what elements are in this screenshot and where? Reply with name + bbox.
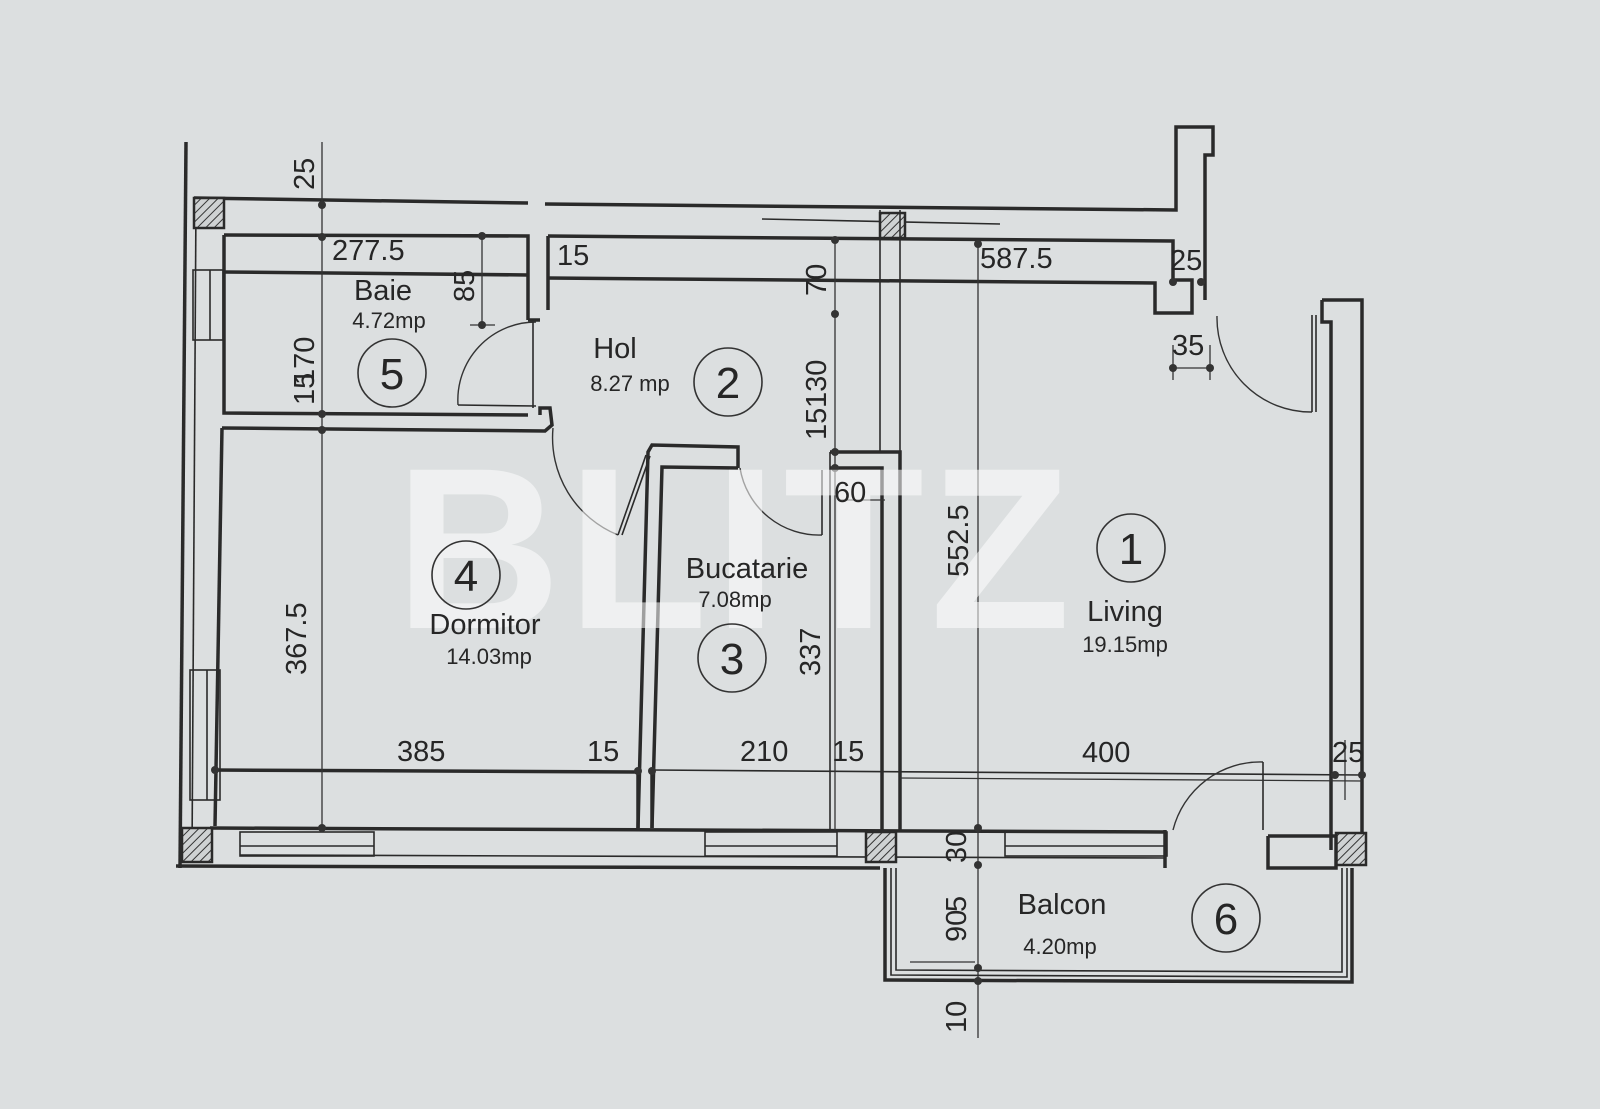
dim-label: 15 — [832, 736, 864, 768]
dim-label: 60 — [834, 477, 866, 509]
door-swing-balcon — [1172, 761, 1264, 831]
room-number: 1 — [1119, 525, 1143, 574]
door-swing-bucatarie — [739, 467, 823, 536]
room-number: 6 — [1214, 895, 1238, 944]
door-swing-dormitor — [551, 427, 619, 536]
room-balcon: 6 Balcon 4.20mp — [1018, 883, 1261, 959]
room-number-circle — [431, 540, 501, 610]
room-name: Living — [1087, 596, 1163, 628]
room-name: Dormitor — [429, 609, 541, 641]
dim-label: 25 — [1170, 245, 1202, 277]
dim-label: 25 — [289, 158, 321, 190]
room-number: 3 — [720, 635, 744, 684]
exterior-walls — [175, 125, 1368, 870]
room-name: Baie — [354, 275, 412, 307]
dim-label: 15 — [289, 373, 321, 405]
dim-label: 90 — [941, 910, 973, 942]
room-bucatarie: 3 Bucatarie 7.08mp — [686, 553, 809, 693]
room-area: 8.27 mp — [590, 371, 670, 396]
dim-label: 210 — [740, 736, 788, 768]
room-area: 7.08mp — [698, 587, 771, 612]
room-hol: 2 Hol 8.27 mp — [590, 333, 763, 417]
structural-column — [864, 830, 898, 864]
room-dormitor: 4 Dormitor 14.03mp — [429, 540, 541, 669]
structural-column — [180, 826, 214, 864]
dim-label: 85 — [449, 270, 481, 302]
room-number: 5 — [380, 350, 404, 399]
dim-label: 25 — [1332, 737, 1364, 769]
structural-column — [1334, 831, 1368, 867]
structural-column — [192, 196, 226, 230]
room-number: 2 — [716, 359, 740, 408]
dim-label: 385 — [397, 736, 445, 768]
dim-label: 30 — [941, 831, 973, 863]
room-name: Balcon — [1018, 889, 1107, 921]
room-number-circle — [697, 623, 767, 693]
dim-label: 5 — [941, 896, 973, 912]
dim-label: 10 — [941, 1001, 973, 1033]
dim-label: 277.5 — [332, 235, 405, 267]
room-name: Bucatarie — [686, 553, 809, 585]
room-area: 4.72mp — [352, 308, 425, 333]
room-area: 14.03mp — [446, 644, 532, 669]
dim-label: 170 — [289, 337, 321, 385]
dim-label: 15 — [587, 736, 619, 768]
balcony-outline — [883, 868, 1354, 984]
room-area: 4.20mp — [1023, 934, 1096, 959]
door-swing-entry — [1216, 315, 1313, 413]
dim-label: 15 — [557, 240, 589, 272]
door-swing-baie — [457, 321, 537, 406]
room-number-circle — [1191, 883, 1261, 953]
dim-label: 367.5 — [281, 602, 313, 675]
room-number-circle — [1096, 513, 1166, 583]
dim-label: 130 — [801, 360, 833, 408]
room-number-circle — [357, 338, 427, 408]
dim-label: 587.5 — [980, 243, 1053, 275]
room-area: 19.15mp — [1082, 632, 1168, 657]
dim-label: 400 — [1082, 737, 1130, 769]
dim-label: 337 — [795, 628, 827, 676]
dimension-labels: 25 277.5 15 587.5 25 85 70 35 170 15 130… — [281, 158, 1364, 1033]
doors — [457, 315, 1317, 831]
room-number-circle — [693, 347, 763, 417]
dim-label: 35 — [1172, 330, 1204, 362]
watermark: BLITZ — [395, 420, 1076, 677]
dimension-lines — [211, 142, 1366, 1038]
dim-label: 70 — [801, 264, 833, 296]
room-baie: 5 Baie 4.72mp — [352, 275, 427, 408]
structural-column — [878, 211, 907, 240]
room-living: 1 Living 19.15mp — [1082, 513, 1168, 657]
room-number: 4 — [454, 552, 478, 601]
dim-label: 552.5 — [943, 504, 975, 577]
room-name: Hol — [593, 333, 637, 365]
dim-label: 15 — [801, 408, 833, 440]
